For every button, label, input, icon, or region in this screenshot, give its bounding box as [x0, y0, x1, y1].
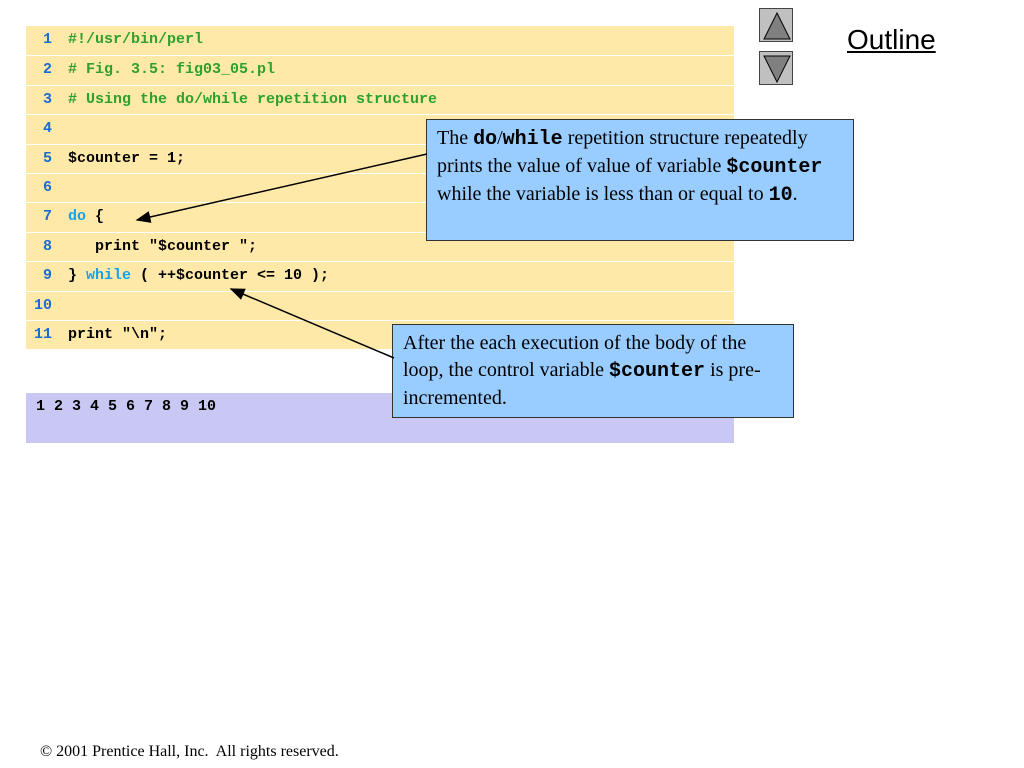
callout-text: The [437, 127, 474, 149]
line-number: 8 [42, 237, 52, 255]
callout-code-counter: $counter [726, 156, 823, 179]
line-number: 11 [33, 326, 52, 343]
code-line: 5 $counter = 1; [26, 143, 734, 173]
code-text: } while ( ++$counter <= 10 ); [68, 262, 329, 290]
copyright-footer: © 2001 Prentice Hall, Inc. All rights re… [40, 743, 339, 760]
code-text: #!/usr/bin/perl [68, 26, 203, 54]
code-line: 3 # Using the do/while repetition structu… [26, 84, 734, 114]
code-text: print "$counter "; [68, 233, 257, 261]
code-text: # Fig. 3.5: fig03_05.pl [68, 56, 275, 84]
previous-slide-button[interactable] [759, 8, 793, 42]
code-segment: } [68, 267, 87, 285]
code-keyword: do [68, 208, 87, 226]
code-line: 7 do { [26, 202, 734, 230]
callout-code-counter: $counter [609, 360, 706, 383]
code-line: 2 # Fig. 3.5: fig03_05.pl [26, 55, 734, 83]
code-line: 10 [26, 290, 734, 319]
triangle-down-icon [763, 55, 791, 84]
callout-code-ten: 10 [768, 184, 793, 207]
callout-text: is pre-incremented. [403, 359, 761, 409]
line-number: 2 [42, 61, 52, 79]
code-segment: print "$counter "; [68, 237, 258, 255]
line-number: 1 [42, 31, 52, 48]
code-line: 9} while ( ++$counter <= 10 ); [26, 261, 734, 289]
code-segment: print "\n"; [68, 326, 168, 343]
callout-text: After the each execution of the body of … [403, 332, 747, 381]
triangle-up-icon [763, 11, 791, 40]
callout-text: / [497, 127, 503, 149]
code-comment: #!/usr/bin/perl [68, 31, 204, 48]
code-line: 4 [26, 114, 734, 142]
line-number: 10 [33, 296, 52, 314]
code-comment: # Fig. 3.5: fig03_05.pl [68, 61, 276, 79]
line-number: 9 [42, 267, 52, 285]
code-line: 11 print "\n"; [26, 320, 734, 348]
line-number: 7 [42, 208, 52, 226]
callout-text: repetition structure repeatedly prints t… [437, 127, 808, 177]
program-output-text: 1 2 3 4 5 6 7 8 9 10 [36, 398, 217, 415]
line-number: 3 [42, 90, 52, 108]
line-number: 4 [42, 120, 52, 138]
code-segment: $counter = 1; [68, 149, 186, 167]
line-number: 5 [42, 149, 52, 167]
code-keyword: while [86, 267, 132, 285]
arrow-to-while-line [229, 288, 395, 359]
arrow-to-do-line [135, 153, 428, 223]
code-segment: { [86, 208, 105, 226]
callout-do-while-explanation: The do/while repetition structure repeat… [426, 119, 854, 241]
callout-code-while: while [502, 128, 563, 151]
code-text: # Using the do/while repetition structur… [68, 86, 437, 114]
callout-code-do: do [473, 128, 498, 151]
code-line: 8 print "$counter "; [26, 231, 734, 261]
code-segment: ( ++$counter <= 10 ); [131, 267, 330, 285]
outline-link[interactable]: Outline [847, 24, 936, 55]
code-text: do { [68, 203, 104, 231]
code-line: 6 [26, 173, 734, 201]
line-number: 6 [42, 179, 52, 196]
callout-text: . [792, 183, 798, 205]
code-text: print "\n"; [68, 321, 167, 349]
callout-text: while the variable is less than or equal… [437, 183, 769, 205]
next-slide-button[interactable] [759, 51, 793, 85]
code-line: 1 #!/usr/bin/perl [26, 26, 734, 54]
callout-pre-increment-explanation: After the each execution of the body of … [392, 324, 794, 418]
code-comment: # Using the do/while repetition structur… [68, 90, 438, 108]
code-text: $counter = 1; [68, 145, 185, 173]
